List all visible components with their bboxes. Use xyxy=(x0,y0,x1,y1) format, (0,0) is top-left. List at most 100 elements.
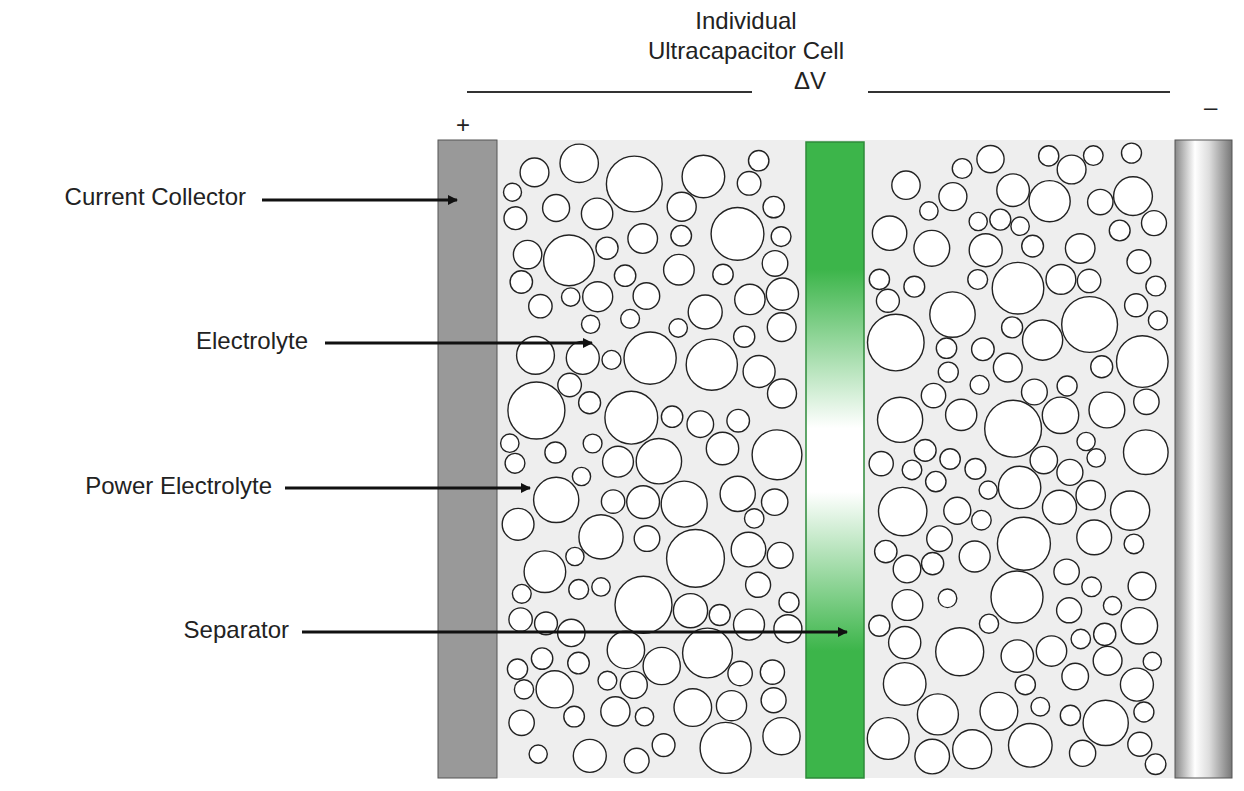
carbon-particle xyxy=(560,144,598,182)
carbon-particle xyxy=(872,216,906,250)
carbon-particle xyxy=(922,553,944,575)
carbon-particle xyxy=(1148,311,1167,330)
carbon-particle xyxy=(879,487,927,535)
carbon-particle xyxy=(513,240,541,268)
carbon-particle xyxy=(762,489,788,515)
carbon-particle xyxy=(1134,389,1159,414)
carbon-particle xyxy=(607,631,644,668)
carbon-particle xyxy=(566,547,584,565)
carbon-particle xyxy=(562,288,580,306)
carbon-particle xyxy=(1057,155,1086,184)
carbon-particle xyxy=(731,532,766,567)
leader-arrow xyxy=(285,487,530,490)
carbon-particle xyxy=(1070,740,1096,766)
carbon-particle xyxy=(667,192,696,221)
carbon-particle xyxy=(743,356,775,388)
carbon-particle xyxy=(667,530,725,588)
carbon-particle xyxy=(970,375,989,394)
carbon-particle xyxy=(749,151,769,171)
electrolyte-region xyxy=(497,140,1175,778)
carbon-particle xyxy=(936,628,984,676)
carbon-particle xyxy=(635,708,653,726)
carbon-particle xyxy=(768,379,797,408)
carbon-particle xyxy=(946,399,977,430)
carbon-particle xyxy=(1122,143,1142,163)
carbon-particle xyxy=(1076,481,1105,510)
carbon-particle xyxy=(579,392,601,414)
carbon-particle xyxy=(568,652,590,674)
negative-current-collector xyxy=(1175,140,1232,778)
carbon-particle xyxy=(939,183,967,211)
carbon-particle xyxy=(1111,491,1150,530)
carbon-particle xyxy=(628,224,658,254)
carbon-particle xyxy=(1042,397,1078,433)
carbon-particle xyxy=(734,609,765,640)
carbon-particle xyxy=(1093,646,1122,675)
carbon-particle xyxy=(1060,705,1080,725)
positive-current-collector xyxy=(438,140,497,778)
carbon-particle xyxy=(514,680,533,699)
carbon-particle xyxy=(700,722,751,773)
carbon-particle xyxy=(977,146,1004,173)
carbon-particle xyxy=(869,452,893,476)
carbon-particle xyxy=(1146,276,1166,296)
carbon-particle xyxy=(1088,189,1113,214)
cell-title: Individual Ultracapacitor Cell xyxy=(621,6,871,66)
carbon-particle xyxy=(716,691,746,721)
carbon-particle xyxy=(969,234,1002,267)
carbon-particle xyxy=(921,383,945,407)
carbon-particle xyxy=(763,196,784,217)
carbon-particle xyxy=(606,156,662,212)
carbon-particle xyxy=(1124,534,1144,554)
carbon-particle xyxy=(682,155,725,198)
carbon-particle xyxy=(601,697,630,726)
carbon-particle xyxy=(1120,668,1153,701)
carbon-particle xyxy=(601,490,624,513)
carbon-particle xyxy=(605,391,658,444)
carbon-particle xyxy=(927,526,953,552)
callout-label: Separator xyxy=(184,615,289,645)
carbon-particle xyxy=(664,254,695,285)
carbon-particle xyxy=(1036,636,1066,666)
carbon-particle xyxy=(893,555,921,583)
carbon-particle xyxy=(504,207,527,230)
carbon-particle xyxy=(592,578,610,596)
carbon-particle xyxy=(564,706,585,727)
carbon-particle xyxy=(868,314,925,371)
carbon-particle xyxy=(1015,675,1035,695)
callout-label: Electrolyte xyxy=(196,326,308,356)
carbon-particle xyxy=(737,172,761,196)
carbon-particle xyxy=(634,526,660,552)
carbon-particle xyxy=(926,471,946,491)
carbon-particle xyxy=(1143,652,1161,670)
carbon-particle xyxy=(683,628,733,678)
carbon-particle xyxy=(1046,265,1076,295)
carbon-particle xyxy=(920,202,938,220)
carbon-particle xyxy=(774,615,802,643)
carbon-particle xyxy=(505,453,525,473)
carbon-particle xyxy=(917,694,958,735)
carbon-particle xyxy=(661,406,682,427)
carbon-particle xyxy=(734,326,755,347)
carbon-particle xyxy=(582,315,600,333)
carbon-particle xyxy=(1084,146,1104,166)
carbon-particle xyxy=(1091,356,1113,378)
carbon-particle xyxy=(1001,640,1033,672)
carbon-particle xyxy=(633,283,660,310)
carbon-particle xyxy=(661,481,707,527)
carbon-particle xyxy=(674,689,712,727)
voltage-label: ΔV xyxy=(794,66,826,96)
carbon-particle xyxy=(1077,432,1095,450)
carbon-particle xyxy=(1077,520,1112,555)
carbon-particle xyxy=(1002,317,1023,338)
carbon-particle xyxy=(1039,146,1059,166)
carbon-particle xyxy=(892,590,923,621)
carbon-particle xyxy=(686,339,737,390)
carbon-particle xyxy=(771,227,791,247)
carbon-particle xyxy=(915,739,950,774)
carbon-particle xyxy=(763,718,800,755)
callout-label: Current Collector xyxy=(65,182,246,212)
carbon-particle xyxy=(1114,177,1153,216)
carbon-particle xyxy=(1121,608,1157,644)
span-line xyxy=(868,91,1170,93)
